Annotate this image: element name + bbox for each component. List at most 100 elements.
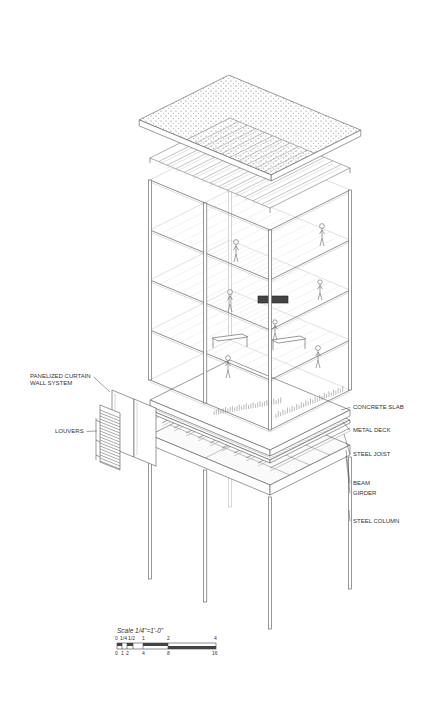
planting [276,414,277,418]
person [234,244,239,262]
scale-number: 1 [121,651,124,657]
person [318,280,322,284]
stroke [350,168,351,173]
stroke [250,232,330,272]
stroke [220,219,300,259]
slab-edge [271,130,361,181]
planting [299,405,300,409]
planting [278,411,279,417]
stroke [96,440,100,442]
stroke [150,332,270,382]
planting [303,403,304,407]
planting [322,396,323,400]
planting [225,407,226,413]
planting [241,406,242,410]
stroke [170,298,250,338]
planting [285,410,286,414]
stroke [260,336,340,376]
planting [294,407,295,411]
planting [324,393,325,399]
scale-number: 2 [126,651,129,657]
green-roof [139,75,361,175]
person [318,284,323,300]
scale-number: 16 [212,651,218,657]
scale-tick [127,643,128,649]
scale-bar-fill [117,643,122,646]
stroke [150,190,230,230]
callout-label: METAL DECK [353,427,391,434]
planting [315,397,316,403]
planting [319,395,320,401]
planting [218,408,219,414]
stroke [240,278,320,318]
stroke [150,380,270,430]
planting [216,410,217,415]
stroke [96,455,100,457]
steel-column [268,230,271,430]
stroke [210,215,290,255]
planting [342,386,343,392]
scale-bar [117,643,216,649]
stroke [270,208,271,213]
stroke [190,207,270,247]
stroke [270,292,350,332]
person [226,356,231,361]
planting [237,406,238,411]
stroke [210,265,290,305]
scale-number: 8 [167,651,170,657]
scale-number: 4 [142,651,145,657]
louver-blade [100,461,120,469]
steel-column [348,190,351,390]
steel-column [148,180,151,380]
planting [328,391,329,397]
stroke [200,311,280,351]
louvers [100,405,120,470]
planting [305,400,306,406]
stroke [150,330,270,380]
planting [280,412,281,416]
steel-column [268,497,271,629]
scale-tick [143,643,144,649]
leader-line [341,407,350,410]
planting [234,407,235,411]
stroke [250,282,330,322]
stroke [270,242,350,282]
scale-number: 4 [214,636,217,642]
planting [214,411,215,415]
stroke [260,286,340,326]
stroke [160,244,240,284]
leader-line [346,450,350,483]
planting [257,402,258,407]
planting [340,389,341,393]
stroke [250,332,330,372]
stroke [240,228,320,268]
person [234,240,239,245]
scale-bar-fill [168,646,216,649]
curtain-wall-panel [134,399,156,466]
steel-column [348,457,351,589]
planting [232,406,233,412]
stroke [96,420,100,422]
scale-bar-fill [127,643,133,646]
stroke [160,294,240,334]
planting [253,402,254,408]
callout-label: LOUVERS [55,428,84,435]
planting [255,404,256,408]
planting [250,404,251,409]
planting [292,406,293,412]
leader-line [94,377,110,392]
steel-column [148,447,151,579]
leader-line [346,456,350,493]
stroke [210,315,290,355]
planting [301,402,302,408]
stroke [180,203,260,243]
stroke [270,340,350,380]
planting [331,392,332,396]
stroke [240,328,320,368]
stroke [150,158,151,163]
planting [262,403,263,407]
leader-line [349,510,350,521]
stroke [180,253,260,293]
stroke [270,390,350,430]
